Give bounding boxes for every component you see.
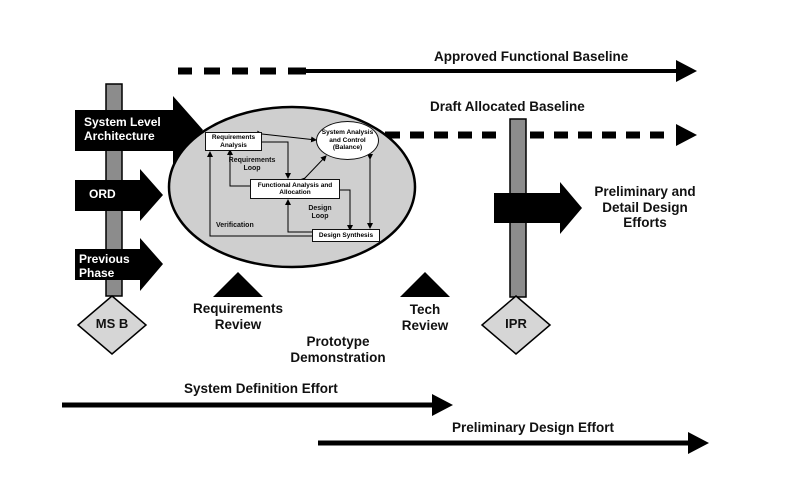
system-analysis-control-box: System Analysis and Control (Balance): [316, 121, 379, 160]
design-loop-label: Design Loop: [308, 205, 332, 220]
system-level-architecture-label: System Level Architecture: [84, 115, 161, 143]
ord-label: ORD: [89, 187, 116, 201]
requirements-analysis-box: Requirements Analysis: [205, 132, 262, 151]
draft-allocated-baseline-label: Draft Allocated Baseline: [430, 99, 585, 114]
draft-allocated-baseline-arrow: [385, 124, 697, 146]
requirements-review-triangle: [213, 272, 263, 297]
previous-phase-arrow: [75, 238, 163, 291]
preliminary-design-arrow: [318, 432, 709, 454]
requirements-loop-label: Requirements Loop: [228, 157, 276, 172]
preliminary-detail-arrow: [494, 182, 582, 234]
tech-review-label: Tech Review: [401, 302, 449, 333]
msb-label: MS B: [95, 316, 129, 331]
ipr-diamond: [480, 295, 552, 355]
verification-label: Verification: [216, 222, 254, 229]
design-synthesis-box: Design Synthesis: [312, 229, 380, 242]
approved-functional-baseline-label: Approved Functional Baseline: [434, 49, 629, 64]
system-architecture-arrow: [75, 96, 203, 164]
system-definition-effort-label: System Definition Effort: [184, 381, 338, 396]
approved-functional-baseline-arrow: [178, 60, 697, 82]
tech-review-triangle: [400, 272, 450, 297]
prototype-demonstration-label: Prototype Demonstration: [290, 334, 386, 365]
previous-phase-label: Previous Phase: [79, 252, 130, 280]
ipr-label: IPR: [505, 316, 527, 331]
system-definition-arrow: [62, 394, 453, 416]
preliminary-detail-design-label: Preliminary and Detail Design Efforts: [594, 184, 696, 231]
msb-diamond: [76, 295, 148, 355]
requirements-review-label: Requirements Review: [192, 301, 284, 332]
process-connectors: [207, 130, 373, 237]
preliminary-design-effort-label: Preliminary Design Effort: [452, 420, 615, 435]
functional-analysis-box: Functional Analysis and Allocation: [250, 179, 340, 199]
ord-arrow: [75, 169, 163, 221]
